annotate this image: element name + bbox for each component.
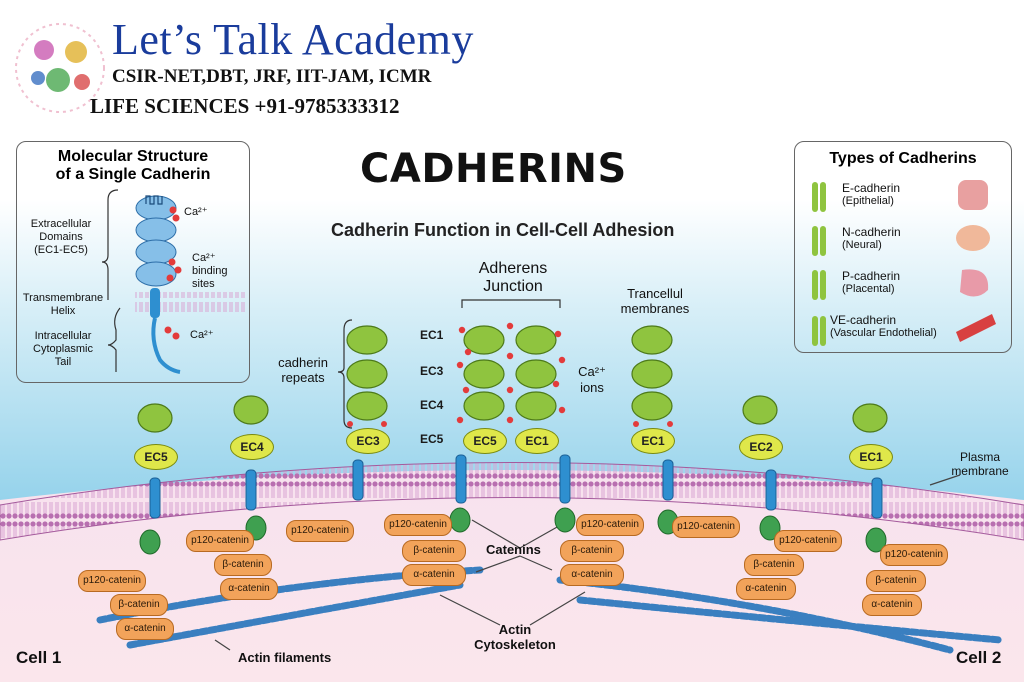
ca-label-top: Ca²⁺: [184, 206, 208, 218]
ca-label-tail: Ca²⁺: [190, 329, 214, 341]
domain-oval: EC1: [631, 428, 675, 454]
ec-label-ec4: EC4: [420, 398, 444, 412]
ec-label-ec3: EC3: [420, 364, 444, 378]
types-icons: [812, 180, 996, 346]
page-title: CADHERINS: [360, 146, 627, 192]
single-cadherin-structure: [101, 189, 247, 374]
cell-2-label: Cell 2: [956, 648, 1002, 667]
catenin-pill: β-catenin: [560, 540, 624, 562]
catenin-pill: α-catenin: [560, 564, 624, 586]
structure-title-line2: of a Single Cadherin: [55, 166, 211, 183]
catenin-pill: β-catenin: [866, 570, 926, 592]
catenin-pill: p120-catenin: [576, 514, 644, 536]
catenin-pill: α-catenin: [402, 564, 466, 586]
catenin-pill: β-catenin: [110, 594, 168, 616]
diagram-subtitle: Cadherin Function in Cell-Cell Adhesion: [331, 220, 675, 240]
type-e-cadherin: E-cadherin(Epithelial): [842, 181, 901, 208]
types-title: Types of Cadherins: [829, 150, 977, 167]
ca-ions-label: Ca²⁺ions: [578, 364, 606, 395]
catenin-pill: p120-catenin: [880, 544, 948, 566]
catenin-pill: p120-catenin: [384, 514, 452, 536]
domain-oval: EC2: [739, 434, 783, 460]
catenin-pill: α-catenin: [116, 618, 174, 640]
domain-oval: EC5: [134, 444, 178, 470]
catenin-pill: α-catenin: [736, 578, 796, 600]
catenin-pill: β-catenin: [402, 540, 466, 562]
molecular-structure-panel: Molecular Structure of a Single Cadherin: [16, 141, 250, 383]
type-n-cadherin: N-cadherin(Neural): [842, 225, 901, 252]
type-p-cadherin: P-cadherin(Placental): [842, 269, 901, 296]
brand-title: Let’s Talk Academy: [112, 15, 474, 64]
domain-oval: EC1: [849, 444, 893, 470]
catenin-pill: β-catenin: [214, 554, 272, 576]
catenin-pill: p120-catenin: [78, 570, 146, 592]
cadherin-molecules: [137, 322, 888, 555]
brand-contact: LIFE SCIENCES +91-9785333312: [90, 94, 400, 118]
catenin-pill: p120-catenin: [774, 530, 842, 552]
domain-oval: EC1: [515, 428, 559, 454]
types-of-cadherins-panel: Types of Cadherins: [794, 141, 1012, 353]
domain-oval: EC4: [230, 434, 274, 460]
domain-oval: EC5: [463, 428, 507, 454]
academy-logo: [15, 23, 105, 113]
catenin-pill: β-catenin: [744, 554, 804, 576]
catenin-pill: α-catenin: [220, 578, 278, 600]
type-ve-cadherin: VE-cadherin(Vascular Endothelial): [830, 313, 937, 340]
structure-title-line1: Molecular Structure: [57, 148, 209, 165]
catenin-pill: p120-catenin: [186, 530, 254, 552]
catenin-pill: p120-catenin: [286, 520, 354, 542]
domain-oval: EC3: [346, 428, 390, 454]
brand-subtitle: CSIR-NET,DBT, JRF, IIT-JAM, ICMR: [112, 66, 432, 87]
catenin-pill: α-catenin: [862, 594, 922, 616]
cell-1-label: Cell 1: [16, 648, 62, 667]
catenin-pill: p120-catenin: [672, 516, 740, 538]
annotation-arrows: [214, 474, 961, 651]
ec-label-ec5: EC5: [420, 432, 444, 446]
ec-label-ec1: EC1: [420, 328, 444, 342]
actin-filaments-label: Actin filaments: [238, 650, 332, 665]
catenins-label: Catenins: [486, 542, 541, 557]
